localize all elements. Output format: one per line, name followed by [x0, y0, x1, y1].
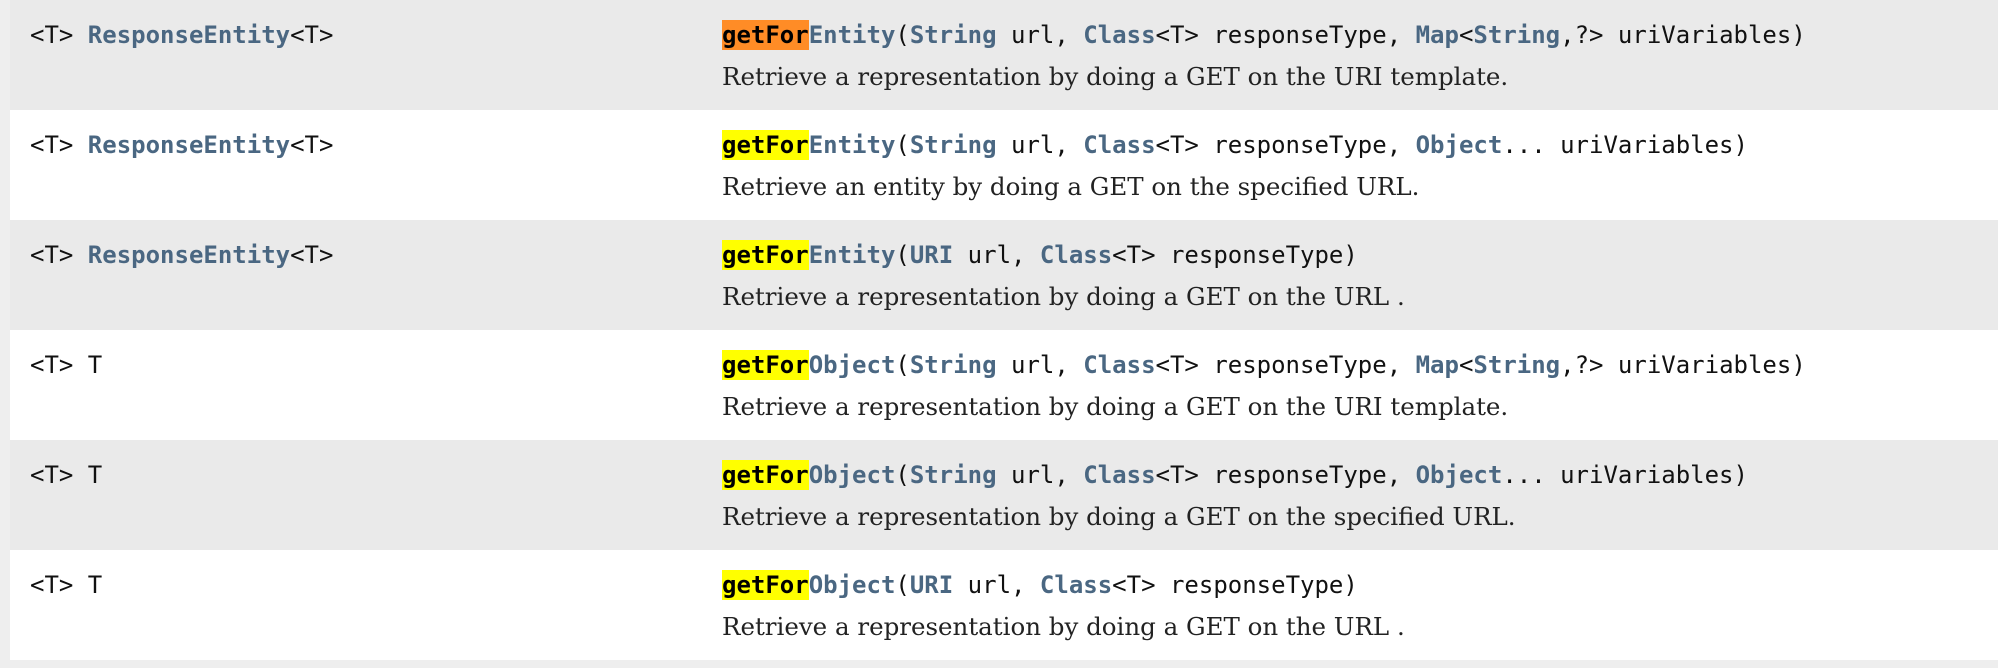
table-row: <T> T getForObject(String url, Class<T> …	[10, 330, 1998, 440]
method-link[interactable]: getForEntity	[722, 240, 895, 270]
param-type-link[interactable]: Class	[1039, 571, 1113, 599]
param-text: ... uriVariables)	[1502, 461, 1748, 489]
return-type: <T> ResponseEntity<T>	[30, 20, 333, 50]
param-text: ,?> uriVariables)	[1560, 351, 1806, 379]
type-params: <T>	[30, 131, 88, 159]
method-link[interactable]: getForEntity	[722, 20, 895, 50]
table-row: <T> T getForObject(URI url, Class<T> res…	[10, 550, 1998, 660]
type-suffix: <T>	[290, 21, 334, 49]
param-type-link[interactable]: String	[909, 131, 997, 159]
param-text: url,	[953, 241, 1040, 269]
param-text: url,	[996, 461, 1084, 489]
param-text: <T> responseType,	[1155, 131, 1416, 159]
param-type-link[interactable]: String	[1473, 21, 1561, 49]
param-text: url,	[953, 571, 1040, 599]
search-highlight: getFor	[722, 240, 809, 270]
method-link[interactable]: getForEntity	[722, 130, 895, 160]
method-name-rest: Object	[808, 571, 896, 599]
table-row: <T> ResponseEntity<T> getForEntity(Strin…	[10, 0, 1998, 110]
param-type-link[interactable]: Class	[1039, 241, 1113, 269]
param-type-link[interactable]: Class	[1083, 351, 1156, 379]
return-type: <T> T	[30, 350, 102, 380]
method-signature: getForObject(URI url, Class<T> responseT…	[722, 570, 1358, 600]
param-type-link[interactable]: Map	[1415, 21, 1459, 49]
paren-open: (	[895, 351, 910, 379]
method-description: Retrieve a representation by doing a GET…	[722, 502, 1516, 531]
param-type-link[interactable]: String	[909, 461, 997, 489]
type-params: <T> T	[30, 351, 103, 379]
param-text: url,	[996, 131, 1084, 159]
param-text: ... uriVariables)	[1502, 131, 1748, 159]
paren-open: (	[895, 571, 910, 599]
method-description: Retrieve an entity by doing a GET on the…	[722, 172, 1420, 201]
paren-open: (	[895, 131, 910, 159]
param-type-link[interactable]: String	[1473, 351, 1561, 379]
search-highlight: getFor	[722, 130, 809, 160]
method-name-rest: Entity	[808, 241, 896, 269]
method-signature: getForEntity(URI url, Class<T> responseT…	[722, 240, 1358, 270]
param-type-link[interactable]: String	[909, 351, 997, 379]
method-description: Retrieve a representation by doing a GET…	[722, 392, 1509, 421]
search-highlight-active: getFor	[722, 20, 809, 50]
response-entity-link[interactable]: ResponseEntity	[87, 241, 291, 269]
type-suffix: <T>	[290, 131, 334, 159]
param-type-link[interactable]: Map	[1415, 351, 1459, 379]
method-signature: getForObject(String url, Class<T> respon…	[722, 460, 1748, 490]
method-summary-table: <T> ResponseEntity<T> getForEntity(Strin…	[10, 0, 1998, 660]
method-signature: getForEntity(String url, Class<T> respon…	[722, 130, 1748, 160]
type-params: <T> T	[30, 461, 103, 489]
table-row: <T> ResponseEntity<T> getForEntity(Strin…	[10, 110, 1998, 220]
method-description: Retrieve a representation by doing a GET…	[722, 282, 1405, 311]
method-link[interactable]: getForObject	[722, 350, 895, 380]
response-entity-link[interactable]: ResponseEntity	[87, 131, 291, 159]
param-text: ,?> uriVariables)	[1560, 21, 1806, 49]
type-params: <T>	[30, 21, 88, 49]
paren-open: (	[895, 461, 910, 489]
search-highlight: getFor	[722, 570, 809, 600]
method-name-rest: Entity	[808, 131, 896, 159]
type-params: <T> T	[30, 571, 103, 599]
param-type-link[interactable]: Object	[1415, 131, 1503, 159]
return-type: <T> ResponseEntity<T>	[30, 130, 333, 160]
return-type: <T> T	[30, 570, 102, 600]
method-description: Retrieve a representation by doing a GET…	[722, 62, 1509, 91]
return-type: <T> ResponseEntity<T>	[30, 240, 333, 270]
method-name-rest: Object	[808, 351, 896, 379]
method-signature: getForObject(String url, Class<T> respon…	[722, 350, 1806, 380]
param-type-link[interactable]: URI	[909, 571, 954, 599]
param-type-link[interactable]: URI	[909, 241, 954, 269]
method-name-rest: Object	[808, 461, 896, 489]
method-link[interactable]: getForObject	[722, 570, 895, 600]
param-text: <T> responseType,	[1155, 21, 1416, 49]
param-text: <	[1458, 351, 1474, 379]
method-name-rest: Entity	[808, 21, 896, 49]
method-description: Retrieve a representation by doing a GET…	[722, 612, 1405, 641]
search-highlight: getFor	[722, 460, 809, 490]
param-type-link[interactable]: Object	[1415, 461, 1503, 489]
param-text: <T> responseType,	[1155, 351, 1416, 379]
param-text: url,	[996, 351, 1084, 379]
type-params: <T>	[30, 241, 88, 269]
search-highlight: getFor	[722, 350, 809, 380]
paren-open: (	[895, 241, 910, 269]
response-entity-link[interactable]: ResponseEntity	[87, 21, 291, 49]
param-text: <T> responseType)	[1112, 241, 1358, 269]
param-text: <	[1458, 21, 1474, 49]
param-type-link[interactable]: Class	[1083, 461, 1156, 489]
method-signature: getForEntity(String url, Class<T> respon…	[722, 20, 1806, 50]
table-row: <T> T getForObject(String url, Class<T> …	[10, 440, 1998, 550]
return-type: <T> T	[30, 460, 102, 490]
param-text: url,	[996, 21, 1084, 49]
param-type-link[interactable]: Class	[1083, 21, 1156, 49]
param-text: <T> responseType,	[1155, 461, 1416, 489]
param-text: <T> responseType)	[1112, 571, 1358, 599]
param-type-link[interactable]: Class	[1083, 131, 1156, 159]
paren-open: (	[895, 21, 910, 49]
type-suffix: <T>	[290, 241, 334, 269]
table-row: <T> ResponseEntity<T> getForEntity(URI u…	[10, 220, 1998, 330]
method-link[interactable]: getForObject	[722, 460, 895, 490]
param-type-link[interactable]: String	[909, 21, 997, 49]
